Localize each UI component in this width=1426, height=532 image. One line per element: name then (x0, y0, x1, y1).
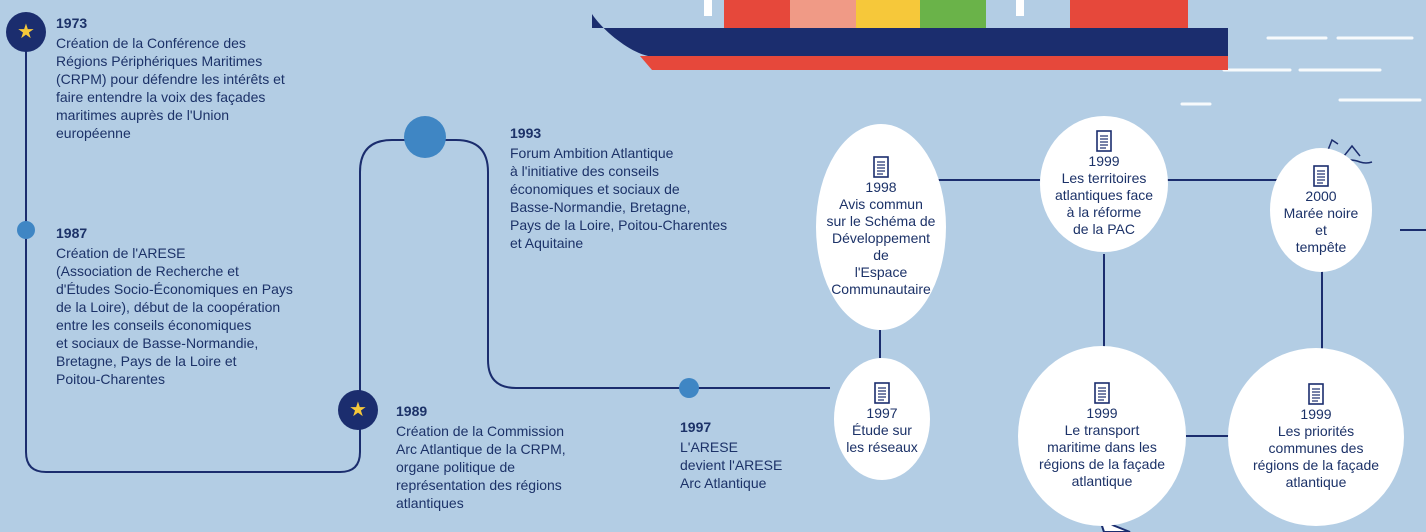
publication-year: 2000 (1305, 187, 1337, 204)
event-year: 1997 (680, 419, 712, 435)
publication-title: Étude sur les réseaux (846, 422, 918, 455)
publication-bubble-1999-pac: 1999 Les territoires atlantiques face à … (1040, 116, 1168, 252)
event-text: Forum Ambition Atlantique à l'initiative… (510, 145, 728, 251)
event-1997: 1997 L'ARESE devient l'ARESE Arc Atlanti… (680, 418, 820, 492)
publication-bubble-1999-transport: 1999 Le transport maritime dans les régi… (1018, 346, 1186, 526)
document-icon (1096, 130, 1112, 152)
publication-title: Les territoires atlantiques face à la ré… (1054, 170, 1154, 237)
publication-bubble-2000: 2000 Marée noire et tempête (1270, 148, 1372, 272)
dot-marker-1997 (679, 378, 699, 398)
document-icon (1308, 383, 1324, 405)
event-text: Création de la Conférence des Régions Pé… (56, 35, 285, 141)
star-marker-1973: ★ (6, 12, 46, 52)
event-text: Création de l'ARESE (Association de Rech… (56, 245, 293, 387)
event-1973: 1973 Création de la Conférence des Régio… (56, 14, 336, 142)
container-ship-icon (592, 0, 1228, 70)
event-year: 1973 (56, 15, 88, 31)
star-marker-1989: ★ (338, 390, 378, 430)
publication-title: Avis commun sur le Schéma de Développeme… (826, 196, 936, 297)
dot-marker-1987 (17, 221, 35, 239)
event-year: 1993 (510, 125, 542, 141)
publication-year: 1999 (1086, 405, 1118, 421)
publication-year: 1999 (1088, 153, 1120, 169)
event-1993: 1993 Forum Ambition Atlantique à l'initi… (510, 124, 770, 252)
dot-marker-1993 (404, 116, 446, 158)
event-1989: 1989 Création de la Commission Arc Atlan… (396, 402, 616, 512)
star-icon: ★ (349, 399, 367, 421)
publication-title: Le transport maritime dans les régions d… (1038, 422, 1166, 489)
publication-bubble-1997: 1997 Étude sur les réseaux (834, 358, 930, 480)
document-icon (1094, 382, 1110, 404)
document-icon (873, 156, 889, 178)
document-icon (1313, 164, 1329, 187)
publication-bubble-1998: 1998 Avis commun sur le Schéma de Dévelo… (816, 124, 946, 330)
event-text: L'ARESE devient l'ARESE Arc Atlantique (680, 439, 783, 491)
document-icon (874, 382, 890, 404)
event-text: Création de la Commission Arc Atlantique… (396, 423, 566, 511)
event-year: 1989 (396, 403, 428, 419)
publication-year: 1999 (1300, 406, 1332, 422)
publication-year: 1997 (866, 405, 898, 421)
publication-title: Marée noire et tempête (1283, 204, 1359, 255)
event-year: 1987 (56, 225, 88, 241)
star-icon: ★ (17, 21, 35, 43)
event-1987: 1987 Création de l'ARESE (Association de… (56, 224, 341, 388)
publication-bubble-1999-priorites: 1999 Les priorités communes des régions … (1228, 348, 1404, 526)
publication-year: 1998 (865, 179, 897, 195)
timeline-path (25, 36, 830, 473)
publication-title: Les priorités communes des régions de la… (1252, 423, 1380, 490)
